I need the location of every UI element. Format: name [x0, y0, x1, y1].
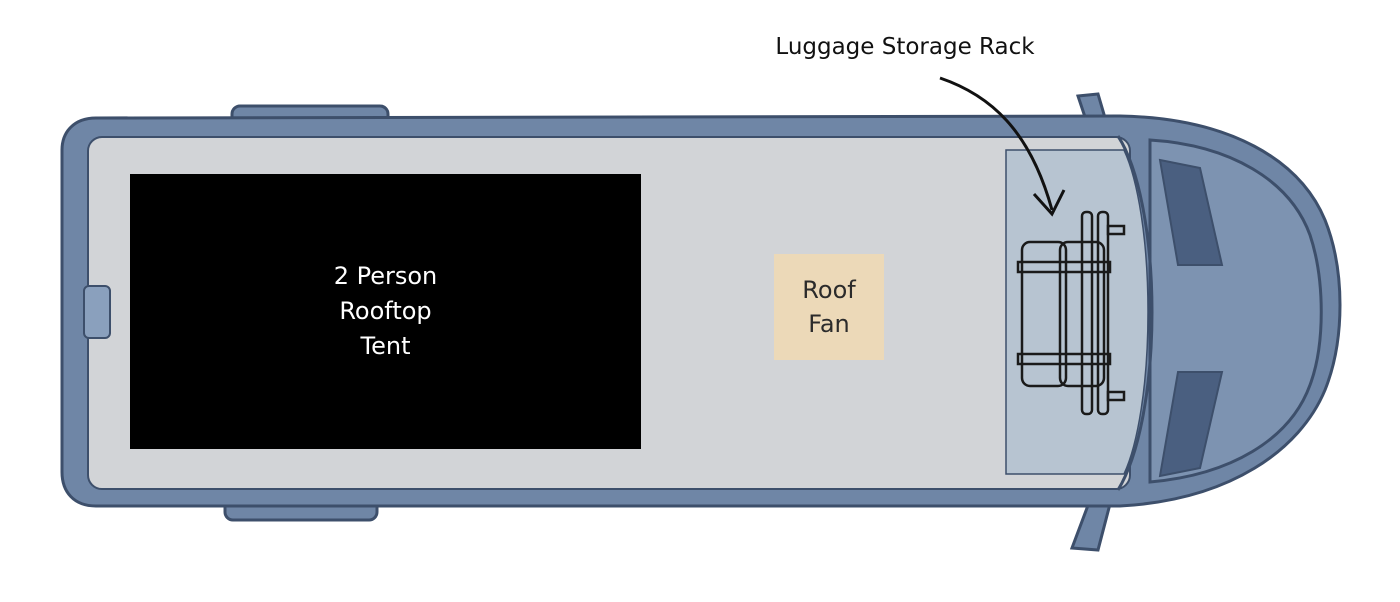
- rack-arrow-head: [1032, 189, 1066, 217]
- windshield-lower: [1158, 371, 1224, 478]
- rear-door-handle: [83, 285, 111, 339]
- fan-label-line-2: Fan: [808, 310, 850, 338]
- tent-label-line-2: Rooftop: [339, 297, 432, 325]
- fan-label: Roof Fan: [774, 254, 884, 360]
- rack-arrow: [939, 76, 1054, 211]
- luggage-rack-icon: [1016, 210, 1126, 416]
- tent-label-line-1: 2 Person: [333, 262, 438, 290]
- cab-roof-edge: [1116, 135, 1154, 491]
- tent-label: 2 Person Rooftop Tent: [130, 174, 641, 449]
- luggage-rack-label: Luggage Storage Rack: [775, 34, 1035, 60]
- roof-fan: [774, 254, 884, 360]
- fan-label-line-1: Roof: [802, 276, 856, 304]
- rooftop-tent: [130, 174, 641, 449]
- roof-front-section: [1005, 149, 1149, 475]
- windshield-upper: [1158, 158, 1224, 266]
- tent-label-line-3: Tent: [360, 332, 411, 360]
